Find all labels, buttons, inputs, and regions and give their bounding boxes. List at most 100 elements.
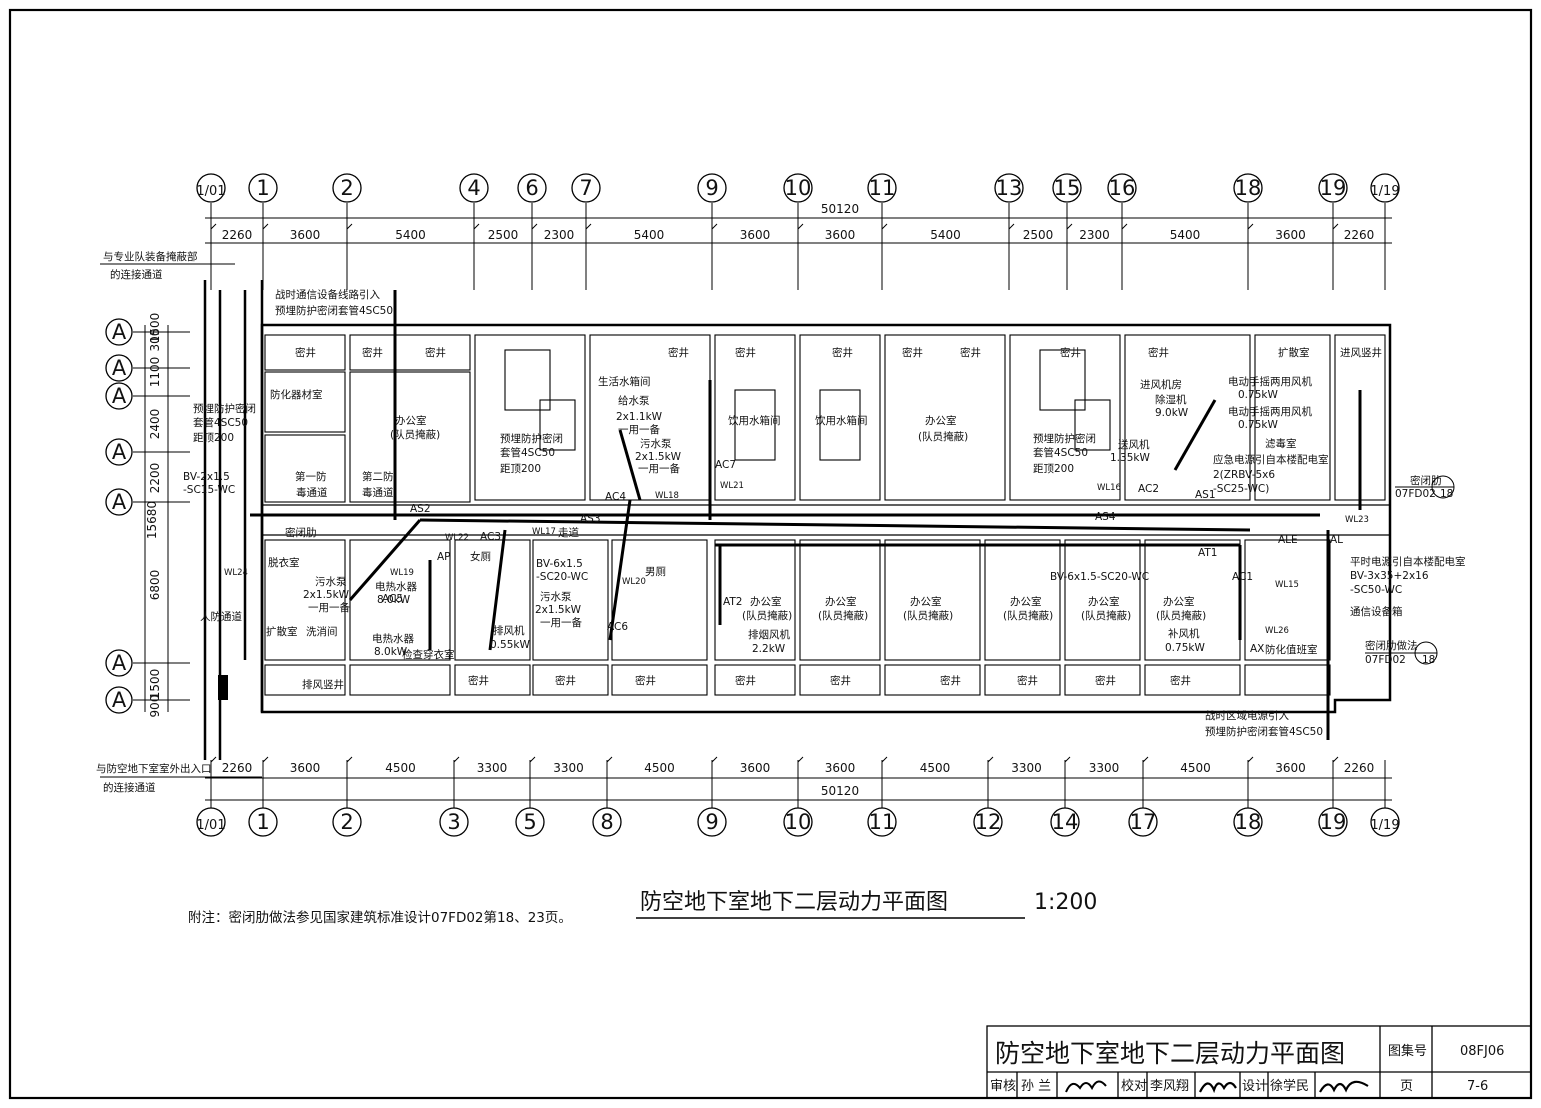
axis-bubble: 9 bbox=[697, 173, 727, 290]
dimension-value: 2260 bbox=[222, 761, 253, 775]
axis-label: 15 bbox=[1054, 176, 1081, 200]
axis-label: 5 bbox=[523, 810, 536, 834]
svg-text:办公室: 办公室 bbox=[1010, 595, 1042, 608]
circuit-label: WL15 bbox=[1275, 580, 1299, 590]
axis-bubble: 14 bbox=[1050, 760, 1080, 837]
axis-label: 18 bbox=[1235, 810, 1262, 834]
svg-text:男厕: 男厕 bbox=[645, 566, 666, 578]
panel-label: AT2 bbox=[723, 596, 742, 608]
circuit-label: WL20 bbox=[622, 577, 646, 587]
dimension-value: 2400 bbox=[148, 409, 162, 440]
svg-text:密井: 密井 bbox=[735, 674, 756, 687]
bottom-dimension-lines bbox=[205, 777, 1392, 801]
power-entry-block bbox=[218, 675, 228, 700]
svg-text:毒通道: 毒通道 bbox=[362, 486, 394, 499]
left-total-dimension: 15680 bbox=[145, 501, 159, 539]
axis-bubble: 15 bbox=[1052, 173, 1082, 290]
svg-text:人防通道: 人防通道 bbox=[200, 610, 242, 623]
svg-text:除湿机: 除湿机 bbox=[1155, 393, 1187, 406]
svg-text:0.75kW: 0.75kW bbox=[1165, 642, 1205, 654]
circuit-label: WL26 bbox=[1265, 626, 1289, 636]
svg-text:平时电源引自本楼配电室: 平时电源引自本楼配电室 bbox=[1350, 555, 1466, 568]
svg-text:的连接通道: 的连接通道 bbox=[103, 781, 156, 794]
dimension-value: 6800 bbox=[148, 570, 162, 601]
panel-label: AS3 bbox=[580, 513, 601, 525]
design-label: 设计 bbox=[1242, 1079, 1268, 1094]
dimension-value: 2260 bbox=[1344, 761, 1375, 775]
svg-text:2x1.5kW: 2x1.5kW bbox=[535, 604, 582, 616]
svg-text:防化值班室: 防化值班室 bbox=[1265, 643, 1318, 656]
svg-text:第一防: 第一防 bbox=[295, 470, 327, 483]
room-labels: 防化器材室 办公室 (队员掩蔽) 第一防 毒通道 第二防 毒通道 密闭肋 脱衣室… bbox=[200, 346, 1403, 691]
svg-text:饮用水箱间: 饮用水箱间 bbox=[815, 414, 868, 427]
svg-text:BV-6x1.5: BV-6x1.5 bbox=[536, 558, 583, 570]
review-label: 审核 bbox=[990, 1079, 1016, 1094]
axis-bubble: A bbox=[105, 686, 190, 714]
design-signature bbox=[1319, 1080, 1369, 1093]
svg-text:距顶200: 距顶200 bbox=[1033, 463, 1074, 475]
axis-label: 2 bbox=[340, 810, 353, 834]
axis-bubble: 16 bbox=[1107, 173, 1137, 290]
svg-text:BV-2x1.5: BV-2x1.5 bbox=[183, 471, 230, 483]
axis-bubble: 1/19 bbox=[1370, 760, 1400, 837]
axis-label: A bbox=[112, 651, 127, 675]
svg-text:(队员掩蔽): (队员掩蔽) bbox=[918, 430, 968, 443]
svg-text:脱衣室: 脱衣室 bbox=[268, 556, 300, 569]
svg-text:扩散室: 扩散室 bbox=[1278, 346, 1310, 359]
dimension-value: 2500 bbox=[488, 228, 519, 242]
top-dimension-lines bbox=[205, 217, 1392, 244]
panel-label: AX bbox=[1250, 643, 1264, 655]
svg-text:-SC20-WC: -SC20-WC bbox=[536, 571, 588, 583]
dimension-value: 4500 bbox=[385, 761, 416, 775]
svg-text:战时区域电源引入: 战时区域电源引入 bbox=[1205, 709, 1289, 722]
panel-label: AC4 bbox=[605, 491, 626, 503]
panel-label: AC3 bbox=[480, 531, 501, 543]
svg-text:毒通道: 毒通道 bbox=[296, 486, 328, 499]
circuit-label: WL18 bbox=[655, 491, 679, 501]
dimension-value: 5400 bbox=[634, 228, 665, 242]
svg-text:生活水箱间: 生活水箱间 bbox=[598, 375, 651, 388]
axis-bubble: 2 bbox=[332, 173, 362, 290]
panel-label: AC6 bbox=[607, 621, 628, 633]
page-number: 7-6 bbox=[1467, 1079, 1488, 1094]
dimension-value: 5400 bbox=[1170, 228, 1201, 242]
svg-text:防化器材室: 防化器材室 bbox=[270, 388, 323, 401]
top-total-dimension: 50120 bbox=[821, 202, 859, 216]
annotations: 与专业队装备掩蔽部 的连接通道 战时通信设备线路引入 预埋防护密闭套管4SC50… bbox=[96, 250, 1466, 794]
svg-text:通信设备箱: 通信设备箱 bbox=[1350, 605, 1403, 618]
svg-text:电热水器: 电热水器 bbox=[372, 632, 414, 645]
panel-label: ALE bbox=[1278, 534, 1298, 546]
axis-label: A bbox=[112, 356, 127, 380]
axis-bubble: 19 bbox=[1318, 173, 1348, 290]
svg-text:一用一备: 一用一备 bbox=[540, 616, 582, 629]
svg-text:进风竖井: 进风竖井 bbox=[1340, 346, 1382, 359]
svg-text:电动手摇两用风机: 电动手摇两用风机 bbox=[1228, 375, 1312, 388]
svg-text:18: 18 bbox=[1440, 488, 1453, 500]
axis-label: 12 bbox=[975, 810, 1002, 834]
axis-label: 18 bbox=[1235, 176, 1262, 200]
svg-text:(队员掩蔽): (队员掩蔽) bbox=[1156, 609, 1206, 622]
svg-text:距顶200: 距顶200 bbox=[193, 432, 234, 444]
dimension-value: 3300 bbox=[1011, 761, 1042, 775]
axis-bubble: A bbox=[105, 488, 190, 516]
svg-text:密井: 密井 bbox=[830, 674, 851, 687]
svg-text:送风机: 送风机 bbox=[1118, 438, 1150, 451]
circuit-label: WL17 bbox=[532, 527, 556, 537]
svg-text:预埋防护密闭: 预埋防护密闭 bbox=[1033, 432, 1096, 445]
svg-text:办公室: 办公室 bbox=[825, 595, 857, 608]
panel-label: AS2 bbox=[410, 503, 431, 515]
svg-text:密井: 密井 bbox=[295, 346, 316, 359]
svg-text:(队员掩蔽): (队员掩蔽) bbox=[390, 428, 440, 441]
dimension-value: 2200 bbox=[148, 463, 162, 494]
axis-bubble: 6 bbox=[517, 173, 547, 290]
svg-text:密井: 密井 bbox=[832, 346, 853, 359]
dimension-value: 900 bbox=[148, 695, 162, 718]
axis-label: 1/01 bbox=[196, 184, 225, 199]
svg-text:07FD02: 07FD02 bbox=[1395, 488, 1436, 500]
svg-text:-SC15-WC: -SC15-WC bbox=[183, 484, 235, 496]
axis-label: 19 bbox=[1320, 176, 1347, 200]
